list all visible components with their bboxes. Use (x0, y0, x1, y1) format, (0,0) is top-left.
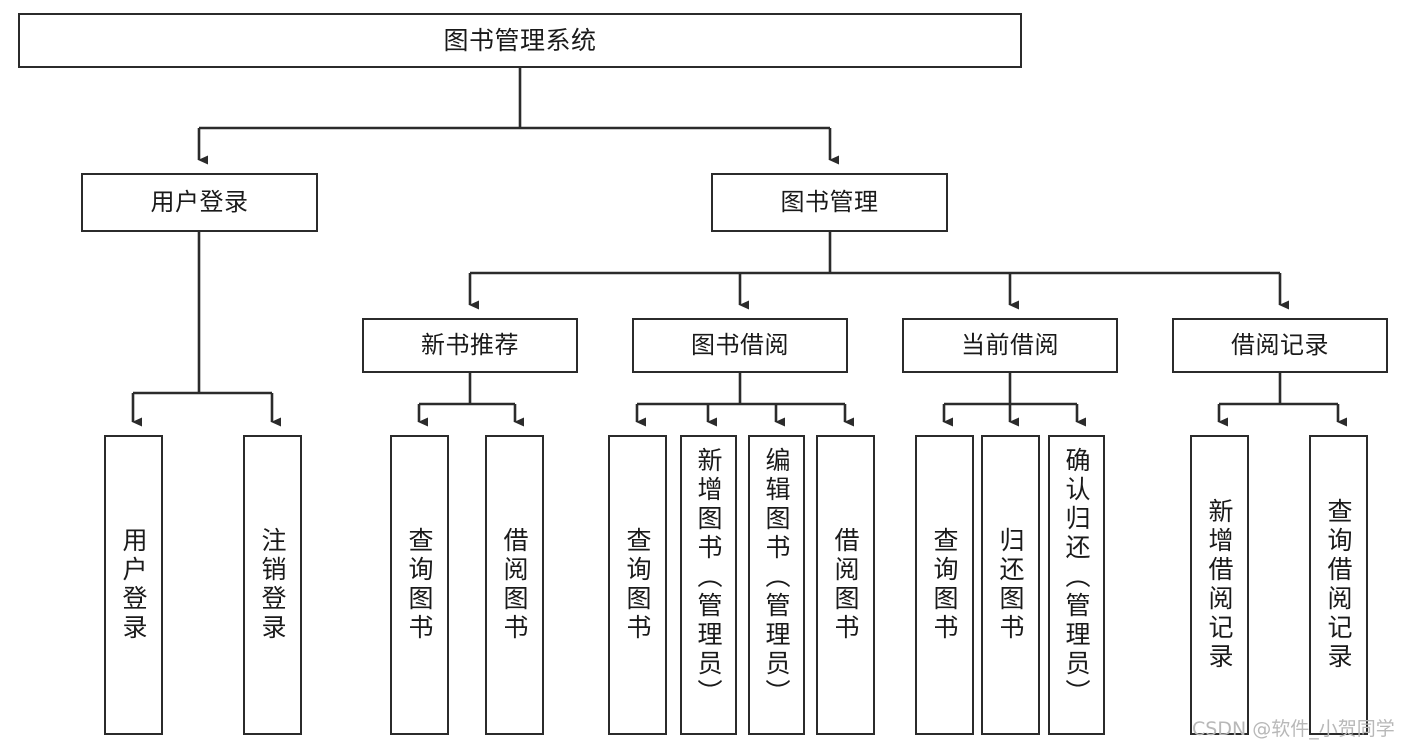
leaf-new-book-query-book[interactable]: 查询图书 (390, 435, 449, 735)
node-borrow-record-label: 借阅记录 (1231, 331, 1329, 360)
node-book-borrow-label: 图书借阅 (691, 331, 789, 360)
edges-userlogin-to-leaves (131, 232, 281, 427)
leaf-book-borrow-add-book-admin-label: 新增图书（管理员） (694, 447, 723, 708)
leaf-current-borrow-confirm-return-admin-label: 确认归还（管理员） (1062, 447, 1091, 708)
edges-root-to-level1 (197, 68, 839, 165)
leaf-borrow-record-add-record-label: 新增借阅记录 (1205, 498, 1234, 672)
edges-newbook-to-leaves (417, 373, 524, 427)
node-current-borrow-label: 当前借阅 (961, 331, 1059, 360)
leaf-book-borrow-borrow-book[interactable]: 借阅图书 (816, 435, 875, 735)
node-new-book-recommend-label: 新书推荐 (421, 331, 519, 360)
leaf-current-borrow-return-book[interactable]: 归还图书 (981, 435, 1040, 735)
leaf-user-login-logout[interactable]: 注销登录 (243, 435, 302, 735)
leaf-new-book-query-book-label: 查询图书 (405, 527, 434, 643)
leaf-borrow-record-add-record[interactable]: 新增借阅记录 (1190, 435, 1249, 735)
node-user-login[interactable]: 用户登录 (81, 173, 318, 232)
leaf-book-borrow-edit-book-admin-label: 编辑图书（管理员） (762, 447, 791, 708)
leaf-book-borrow-add-book-admin[interactable]: 新增图书（管理员） (680, 435, 737, 735)
node-root-label: 图书管理系统 (443, 25, 597, 55)
node-user-login-label: 用户登录 (150, 188, 249, 217)
leaf-book-borrow-edit-book-admin[interactable]: 编辑图书（管理员） (748, 435, 805, 735)
node-current-borrow[interactable]: 当前借阅 (902, 318, 1118, 373)
leaf-borrow-record-query-record[interactable]: 查询借阅记录 (1309, 435, 1368, 735)
leaf-user-login-login-label: 用户登录 (119, 527, 148, 643)
node-book-management-label: 图书管理 (780, 188, 879, 217)
leaf-book-borrow-query-book[interactable]: 查询图书 (608, 435, 667, 735)
leaf-current-borrow-confirm-return-admin[interactable]: 确认归还（管理员） (1048, 435, 1105, 735)
leaf-borrow-record-query-record-label: 查询借阅记录 (1324, 498, 1353, 672)
leaf-current-borrow-return-book-label: 归还图书 (996, 527, 1025, 643)
leaf-current-borrow-query-book-label: 查询图书 (930, 527, 959, 643)
edges-borrowrecord-to-leaves (1217, 373, 1347, 427)
edges-bookborrow-to-leaves (635, 373, 854, 427)
leaf-new-book-borrow-book[interactable]: 借阅图书 (485, 435, 544, 735)
node-new-book-recommend[interactable]: 新书推荐 (362, 318, 578, 373)
edges-booking-to-level2 (468, 232, 1289, 310)
csdn-watermark: CSDN @软件_小贺同学 (1192, 718, 1395, 740)
node-book-management[interactable]: 图书管理 (711, 173, 948, 232)
leaf-book-borrow-query-book-label: 查询图书 (623, 527, 652, 643)
leaf-user-login-login[interactable]: 用户登录 (104, 435, 163, 735)
node-book-borrow[interactable]: 图书借阅 (632, 318, 848, 373)
leaf-new-book-borrow-book-label: 借阅图书 (500, 527, 529, 643)
leaf-user-login-logout-label: 注销登录 (258, 527, 287, 643)
node-borrow-record[interactable]: 借阅记录 (1172, 318, 1388, 373)
edges-currentborrow-to-leaves (942, 373, 1086, 427)
leaf-book-borrow-borrow-book-label: 借阅图书 (831, 527, 860, 643)
node-root-book-management-system[interactable]: 图书管理系统 (18, 13, 1022, 68)
leaf-current-borrow-query-book[interactable]: 查询图书 (915, 435, 974, 735)
